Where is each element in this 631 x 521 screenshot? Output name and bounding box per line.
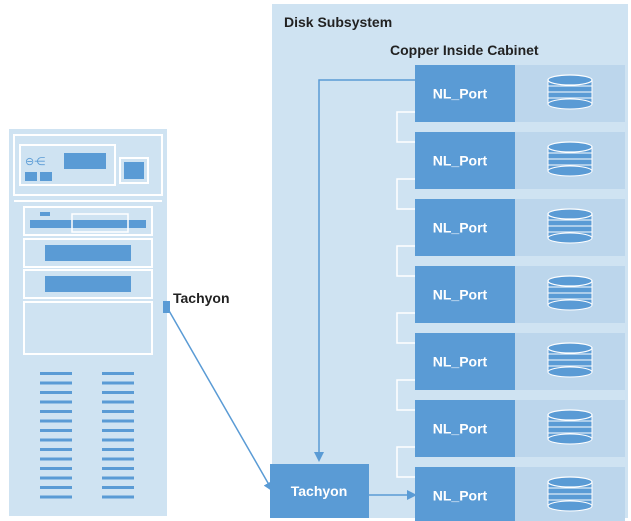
svg-text:⊖⋲: ⊖⋲ bbox=[25, 156, 45, 168]
server-tower-icon: ⊖⋲ bbox=[7, 127, 169, 518]
vent-slot bbox=[40, 486, 72, 489]
vent-slot bbox=[102, 429, 134, 432]
vent-slot bbox=[102, 410, 134, 413]
nl-port-column: NL_PortNL_PortNL_PortNL_PortNL_PortNL_Po… bbox=[396, 65, 625, 521]
vent-slot bbox=[102, 467, 134, 470]
nl-port-unit: NL_Port bbox=[415, 400, 625, 457]
vent-slot bbox=[40, 476, 72, 480]
loop-link bbox=[396, 446, 415, 478]
nl-port-unit: NL_Port bbox=[415, 333, 625, 390]
vent-slot bbox=[40, 438, 72, 442]
vent-slot bbox=[102, 400, 134, 404]
tachyon-controller-box bbox=[270, 464, 369, 518]
vent-slot bbox=[102, 476, 134, 480]
nl-port-unit: NL_Port bbox=[415, 65, 625, 122]
vent-slot bbox=[40, 391, 72, 394]
disk-stack-icon bbox=[547, 208, 593, 244]
disk-subsystem-title: Disk Subsystem bbox=[284, 14, 392, 30]
vent-slot bbox=[102, 381, 134, 385]
nl-port-label: NL_Port bbox=[433, 220, 488, 236]
nl-port-label: NL_Port bbox=[433, 287, 488, 303]
vent-slot bbox=[40, 448, 72, 451]
disk-stack-icon bbox=[547, 476, 593, 512]
nl-port-label: NL_Port bbox=[433, 421, 488, 437]
vent-slot bbox=[40, 495, 72, 499]
nl-port-label: NL_Port bbox=[433, 153, 488, 169]
disk-stack-icon bbox=[547, 342, 593, 378]
vent-slot bbox=[102, 438, 134, 442]
loop-link bbox=[396, 111, 415, 143]
loop-return-link bbox=[314, 79, 415, 462]
disk-stack-icon bbox=[547, 74, 593, 110]
vent-slot bbox=[40, 429, 72, 432]
vent-slot bbox=[40, 419, 72, 423]
vent-slot bbox=[40, 457, 72, 461]
loop-link bbox=[396, 178, 415, 210]
loop-link bbox=[396, 312, 415, 344]
vent-slot bbox=[40, 467, 72, 470]
vent-slot bbox=[40, 400, 72, 404]
vent-slot bbox=[102, 448, 134, 451]
server-tachyon-label: Tachyon bbox=[173, 290, 230, 306]
nl-port-label: NL_Port bbox=[433, 488, 488, 504]
cabinet-label: Copper Inside Cabinet bbox=[390, 42, 539, 58]
nl-port-label: NL_Port bbox=[433, 86, 488, 102]
disk-stack-icon bbox=[547, 409, 593, 445]
loop-link bbox=[396, 245, 415, 277]
vent-slot bbox=[40, 372, 72, 375]
vent-slot bbox=[102, 457, 134, 461]
disk-stack-icon bbox=[547, 141, 593, 177]
nl-port-unit: NL_Port bbox=[415, 199, 625, 256]
vent-slot bbox=[102, 419, 134, 423]
vent-slot bbox=[102, 495, 134, 499]
server-vents bbox=[40, 372, 134, 499]
tachyon-controller-label: Tachyon bbox=[291, 483, 348, 499]
vent-slot bbox=[102, 372, 134, 375]
vent-slot bbox=[40, 410, 72, 413]
nl-port-unit: NL_Port bbox=[415, 266, 625, 323]
disk-stack-icon bbox=[547, 275, 593, 311]
vent-slot bbox=[102, 391, 134, 394]
nl-port-unit: NL_Port bbox=[415, 467, 625, 521]
server-tachyon-port bbox=[163, 301, 170, 313]
nl-port-label: NL_Port bbox=[433, 354, 488, 370]
vent-slot bbox=[102, 486, 134, 489]
vent-slot bbox=[40, 381, 72, 385]
server-to-controller-link bbox=[167, 308, 273, 492]
nl-port-unit: NL_Port bbox=[415, 132, 625, 189]
loop-link bbox=[396, 379, 415, 411]
